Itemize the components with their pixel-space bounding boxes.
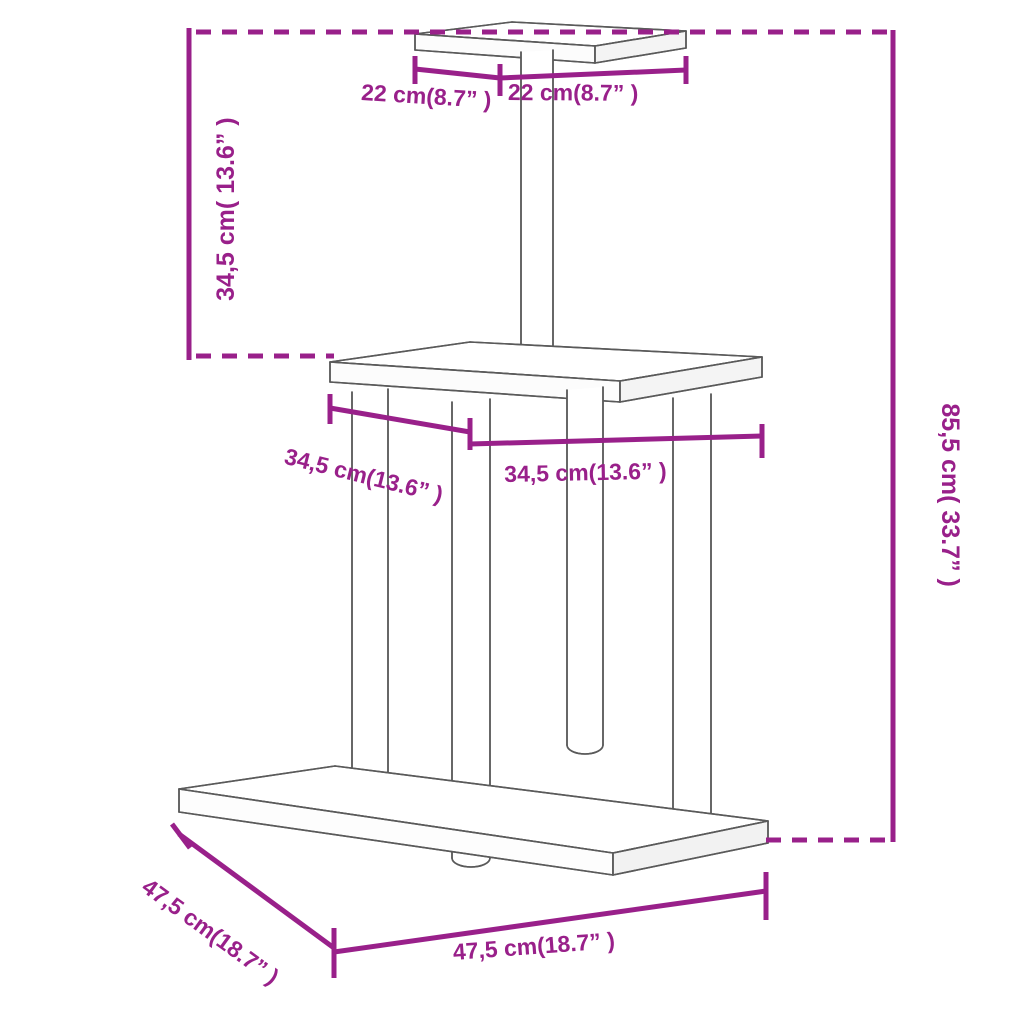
dimension-line-mid-width [469, 424, 765, 458]
support-post-rear-left [351, 388, 389, 806]
base-platform [178, 765, 769, 876]
dimension-line-mid-depth [327, 394, 473, 450]
dimension-line-base-depth [170, 822, 337, 978]
object-geometry [178, 21, 769, 876]
dimension-label-mid-platform-width: 34,5 cm(13.6” ) [503, 457, 667, 487]
dimension-line-top-platform [412, 56, 689, 96]
middle-platform [329, 341, 763, 403]
dimension-label-top-platform-right: 22 cm(8.7” ) [507, 79, 639, 106]
dimension-label-total-height: 85,5 cm( 33.7” ) [936, 403, 965, 587]
support-post-rear-right [566, 386, 604, 755]
dimension-annotations [170, 28, 896, 978]
dimension-label-upper-height: 34,5 cm( 13.6” ) [211, 117, 240, 301]
support-post-front-right [672, 393, 712, 850]
dimension-line-base-width [333, 872, 769, 955]
